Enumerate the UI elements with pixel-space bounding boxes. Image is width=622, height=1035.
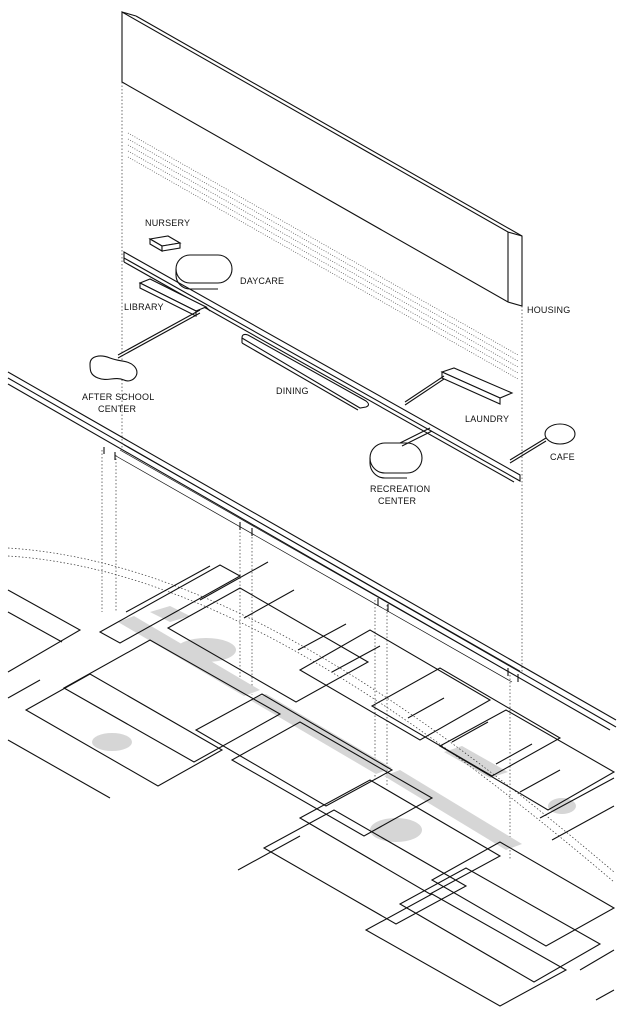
label-cafe: CAFE bbox=[550, 452, 575, 462]
label-after-school-1: AFTER SCHOOL bbox=[82, 392, 154, 402]
label-dining: DINING bbox=[276, 386, 309, 396]
daycare-block bbox=[175, 254, 233, 290]
ground-plane bbox=[7, 547, 616, 1007]
label-laundry: LAUNDRY bbox=[465, 414, 509, 424]
label-housing: HOUSING bbox=[527, 305, 570, 315]
recreation-center-block bbox=[369, 427, 433, 479]
labels: NURSERY DAYCARE LIBRARY AFTER SCHOOL CEN… bbox=[82, 218, 575, 506]
projection-lines bbox=[101, 82, 523, 860]
library-block bbox=[138, 278, 211, 317]
label-recreation-1: RECREATION bbox=[370, 484, 430, 494]
label-recreation-2: CENTER bbox=[378, 496, 417, 506]
program-spine bbox=[123, 251, 521, 483]
label-daycare: DAYCARE bbox=[240, 276, 284, 286]
dining-block bbox=[241, 333, 370, 411]
label-after-school-2: CENTER bbox=[98, 404, 137, 414]
laundry-block bbox=[404, 367, 514, 406]
elevated-rail bbox=[7, 371, 617, 731]
cafe-block bbox=[509, 423, 576, 464]
label-nursery: NURSERY bbox=[145, 218, 190, 228]
after-school-center-block bbox=[89, 309, 201, 382]
nursery-block bbox=[148, 235, 182, 252]
label-library: LIBRARY bbox=[124, 302, 164, 312]
